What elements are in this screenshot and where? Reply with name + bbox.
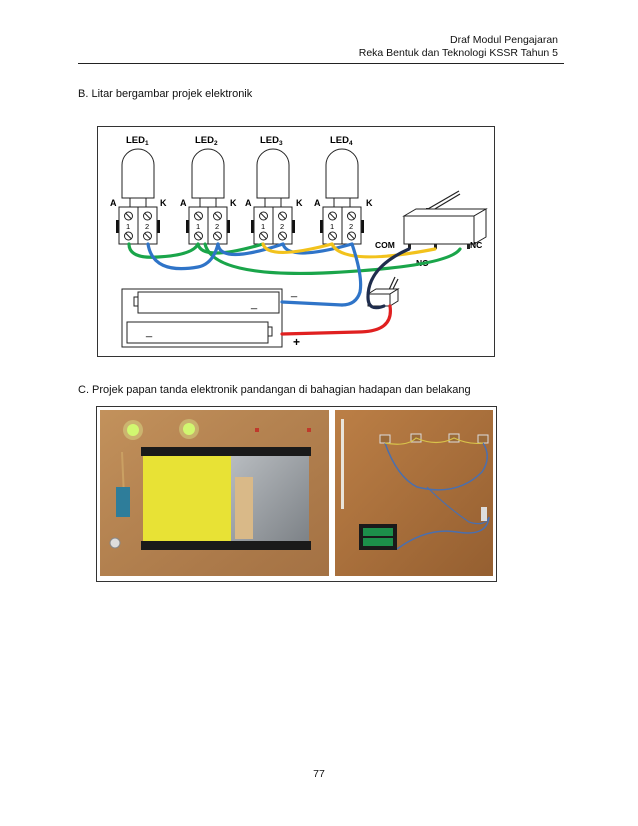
wire-blue-1 — [146, 242, 220, 271]
led-2-terminal-1: 1 — [196, 222, 200, 231]
led-4-label: LED4 — [330, 135, 353, 147]
photos-svg — [100, 410, 493, 576]
page-number: 77 — [313, 768, 325, 780]
led-1: 1 2 A K — [110, 148, 167, 245]
wires — [127, 242, 462, 336]
battery-terminal-plus-label: + — [293, 335, 300, 349]
led-2-anode-label: A — [180, 198, 187, 208]
photo-back-view — [335, 410, 493, 576]
header-line-1: Draf Modul Pengajaran — [450, 34, 558, 46]
led-3-cathode-label: K — [296, 198, 303, 208]
wire-yellow-no — [330, 242, 437, 259]
led-4-anode-label: A — [314, 198, 321, 208]
wire-blue-minus — [280, 300, 344, 307]
led-1-label: LED1 — [126, 135, 149, 147]
microswitch: COM NC NO — [375, 190, 488, 268]
led-3: 1 2 A K — [245, 148, 303, 245]
switch-nc-label: NC — [470, 240, 482, 250]
led-2-label: LED2 — [195, 135, 218, 147]
wire-green-1 — [127, 242, 200, 259]
battery-terminal-minus-label: _ — [290, 286, 298, 298]
led-3-anode-label: A — [245, 198, 252, 208]
wire-red-plus — [280, 304, 392, 336]
battery-holder: _ _ _ + — [121, 286, 300, 349]
led-4: 1 2 A K — [314, 148, 373, 245]
led-1-cathode-label: K — [160, 198, 167, 208]
wire-green-nc — [203, 242, 462, 276]
led-3-label: LED3 — [260, 135, 283, 147]
photo-front-view — [100, 410, 329, 576]
led-1-anode-label: A — [110, 198, 117, 208]
photo-panel — [96, 406, 497, 582]
header-line-2: Reka Bentuk dan Teknologi KSSR Tahun 5 — [358, 47, 558, 59]
wire-blue-3 — [281, 242, 354, 255]
section-c-title: C. Projek papan tanda elektronik pandang… — [78, 384, 471, 396]
led-2-terminal-2: 2 — [215, 222, 219, 231]
section-b-title: B. Litar bergambar projek elektronik — [78, 88, 253, 100]
led-2: 1 2 A K — [180, 148, 237, 245]
switch-com-label: COM — [375, 240, 395, 250]
led-3-terminal-1: 1 — [261, 222, 265, 231]
page-header: Draf Modul Pengajaran Reka Bentuk dan Te… — [359, 34, 558, 60]
wire-blue-2 — [216, 242, 285, 256]
led-4-terminal-1: 1 — [330, 222, 334, 231]
toggle-switch — [366, 276, 400, 307]
led-1-terminal-2: 2 — [145, 222, 149, 231]
led-2-cathode-label: K — [230, 198, 237, 208]
wire-yellow-1 — [261, 242, 334, 254]
led-1-terminal-1: 1 — [126, 222, 130, 231]
battery-bottom-minus: _ — [145, 326, 153, 338]
led-4-terminal-2: 2 — [349, 222, 353, 231]
wire-dark-com — [366, 247, 411, 310]
header-rule — [78, 63, 564, 64]
led-3-terminal-2: 2 — [280, 222, 284, 231]
wire-blue-battery — [340, 242, 363, 307]
battery-top-minus: _ — [250, 298, 258, 310]
led-4-cathode-label: K — [366, 198, 373, 208]
circuit-diagram: LED1 LED2 LED3 LED4 1 2 A K — [97, 126, 495, 357]
circuit-diagram-svg: LED1 LED2 LED3 LED4 1 2 A K — [110, 135, 488, 349]
